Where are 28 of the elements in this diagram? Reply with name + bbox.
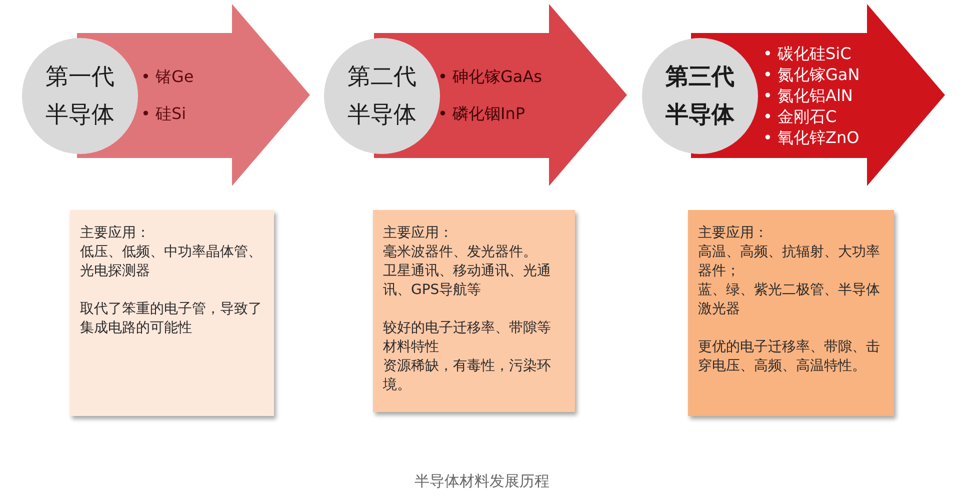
card-text: 毫米波器件、发光器件。	[383, 243, 538, 262]
material-item: • 氮化铝AlN	[763, 84, 854, 106]
generation-title: 第一代半导体	[46, 63, 114, 130]
material-item: • 碳化硅SiC	[763, 42, 852, 64]
card-text: 卫星通讯、移动通讯、光通讯、GPS导航等	[383, 262, 552, 300]
card-heading: 主要应用：	[383, 224, 454, 243]
card-text: 取代了笨重的电子管，导致了集成电路的可能性	[80, 300, 262, 338]
generation-title: 第二代半导体	[348, 63, 416, 130]
info-card	[688, 210, 894, 416]
material-item: • 锗Ge	[141, 66, 194, 87]
material-item: • 硅Si	[141, 103, 188, 124]
card-text: 资源稀缺，有毒性，污染环境。	[383, 357, 552, 395]
material-item: • 氮化镓GaN	[763, 64, 860, 84]
card-text: 更优的电子迁移率、带隙、击穿电压、高频、高温特性。	[698, 338, 881, 376]
card-heading: 主要应用：	[698, 224, 769, 243]
card-text: 高温、高频、抗辐射、大功率器件；	[698, 243, 881, 281]
card-text: 低压、低频、中功率晶体管、光电探测器	[80, 243, 262, 281]
card-heading: 主要应用：	[80, 224, 151, 243]
material-item: • 氧化锌ZnO	[763, 126, 860, 148]
material-item: • 砷化镓GaAs	[438, 66, 542, 87]
card-text: 蓝、绿、紫光二极管、半导体激光器	[698, 281, 881, 319]
caption: 半导体材料发展历程	[414, 471, 550, 492]
material-item: • 金刚石C	[763, 106, 838, 126]
info-card	[373, 210, 575, 412]
generation-title: 第三代半导体	[666, 63, 734, 130]
material-item: • 磷化铟InP	[438, 103, 526, 124]
info-card	[70, 210, 274, 416]
card-text: 较好的电子迁移率、带隙等材料特性	[383, 319, 552, 357]
